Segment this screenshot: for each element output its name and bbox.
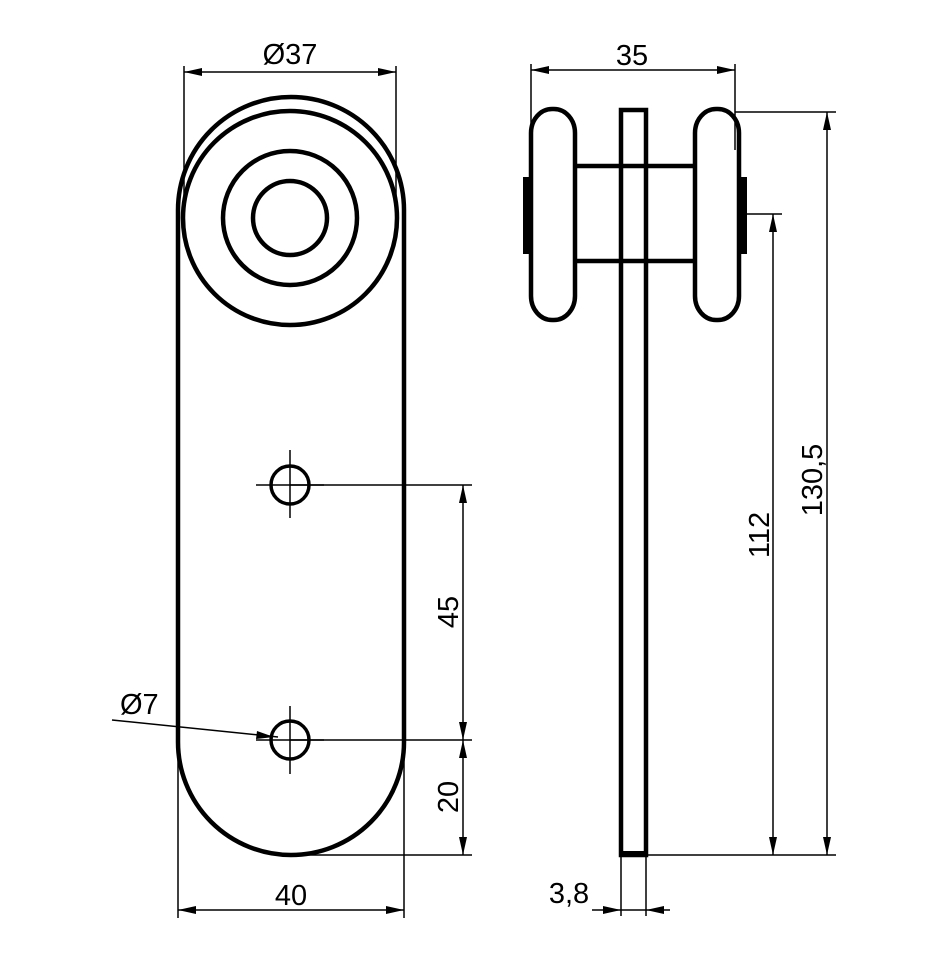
dim-hole-diameter: Ø7 — [111, 689, 279, 739]
dim-side-width: 35 — [530, 40, 736, 150]
right-wheel — [692, 106, 742, 323]
plate-edge — [618, 107, 649, 858]
dim-text-side-width: 35 — [616, 40, 648, 72]
wheel-hub-circle — [250, 178, 330, 258]
wheel-outer-circle — [180, 108, 400, 328]
dim-plate-width: 40 — [177, 742, 405, 918]
dim-overall-height: 130,5 — [735, 111, 836, 855]
dim-text-plate-thickness: 3,8 — [549, 878, 589, 910]
wheel-middle-circle — [220, 148, 360, 288]
front-view — [175, 94, 407, 858]
dim-text-height-to-axle: 112 — [744, 512, 776, 558]
dim-height-to-axle: 112 — [646, 213, 836, 856]
dim-wheel-diameter: Ø37 — [183, 39, 397, 214]
plate-outline — [175, 94, 407, 858]
left-axle-cap — [523, 177, 531, 254]
dim-text-wheel-diameter: Ø37 — [263, 39, 318, 71]
right-axle-cap — [739, 177, 747, 254]
dim-text-overall-height: 130,5 — [797, 444, 829, 517]
dim-text-hole-spacing: 45 — [433, 596, 465, 628]
dim-text-hole-diameter: Ø7 — [120, 689, 159, 721]
side-view — [523, 106, 747, 858]
left-wheel — [528, 106, 578, 323]
dim-hole-spacing: 45 20 — [290, 484, 472, 856]
dim-text-hole-to-end: 20 — [433, 781, 465, 813]
dim-plate-thickness: 3,8 — [549, 857, 670, 916]
dim-text-plate-width: 40 — [275, 880, 307, 912]
